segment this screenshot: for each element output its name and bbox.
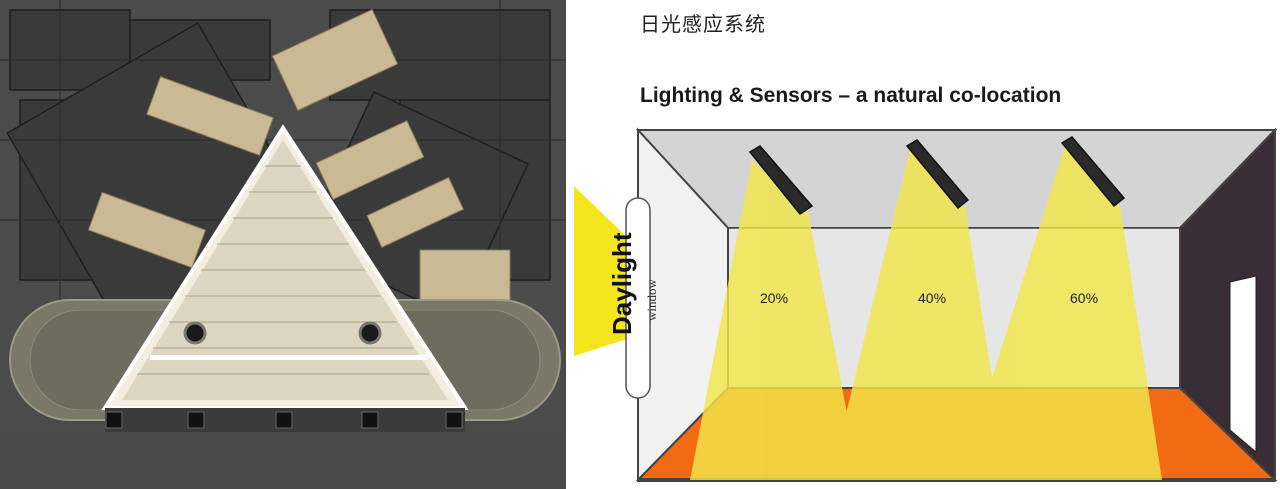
- door-opening: [1229, 275, 1257, 454]
- light-beam-2: [830, 150, 1008, 480]
- light-beam-1: [690, 160, 860, 480]
- zone-3-percentage: 60%: [1070, 290, 1099, 306]
- fixture-3: [1060, 136, 1126, 208]
- zone-1-percentage: 20%: [760, 290, 789, 306]
- diagram-title: Lighting & Sensors – a natural co-locati…: [640, 84, 1062, 107]
- daylight-label: Daylight: [607, 232, 637, 335]
- daylight-wedge: [574, 186, 636, 356]
- window-frame: [625, 197, 651, 399]
- lighting-sensor-diagram: [574, 127, 1278, 483]
- page-title: 日光感应系统: [640, 12, 766, 36]
- window-label: window: [644, 279, 659, 321]
- light-beam-3: [960, 146, 1162, 480]
- atrium-floor-plan: [0, 0, 566, 489]
- zone-2-percentage: 40%: [918, 290, 947, 306]
- fixture-1: [748, 145, 814, 216]
- fixture-2: [905, 139, 970, 210]
